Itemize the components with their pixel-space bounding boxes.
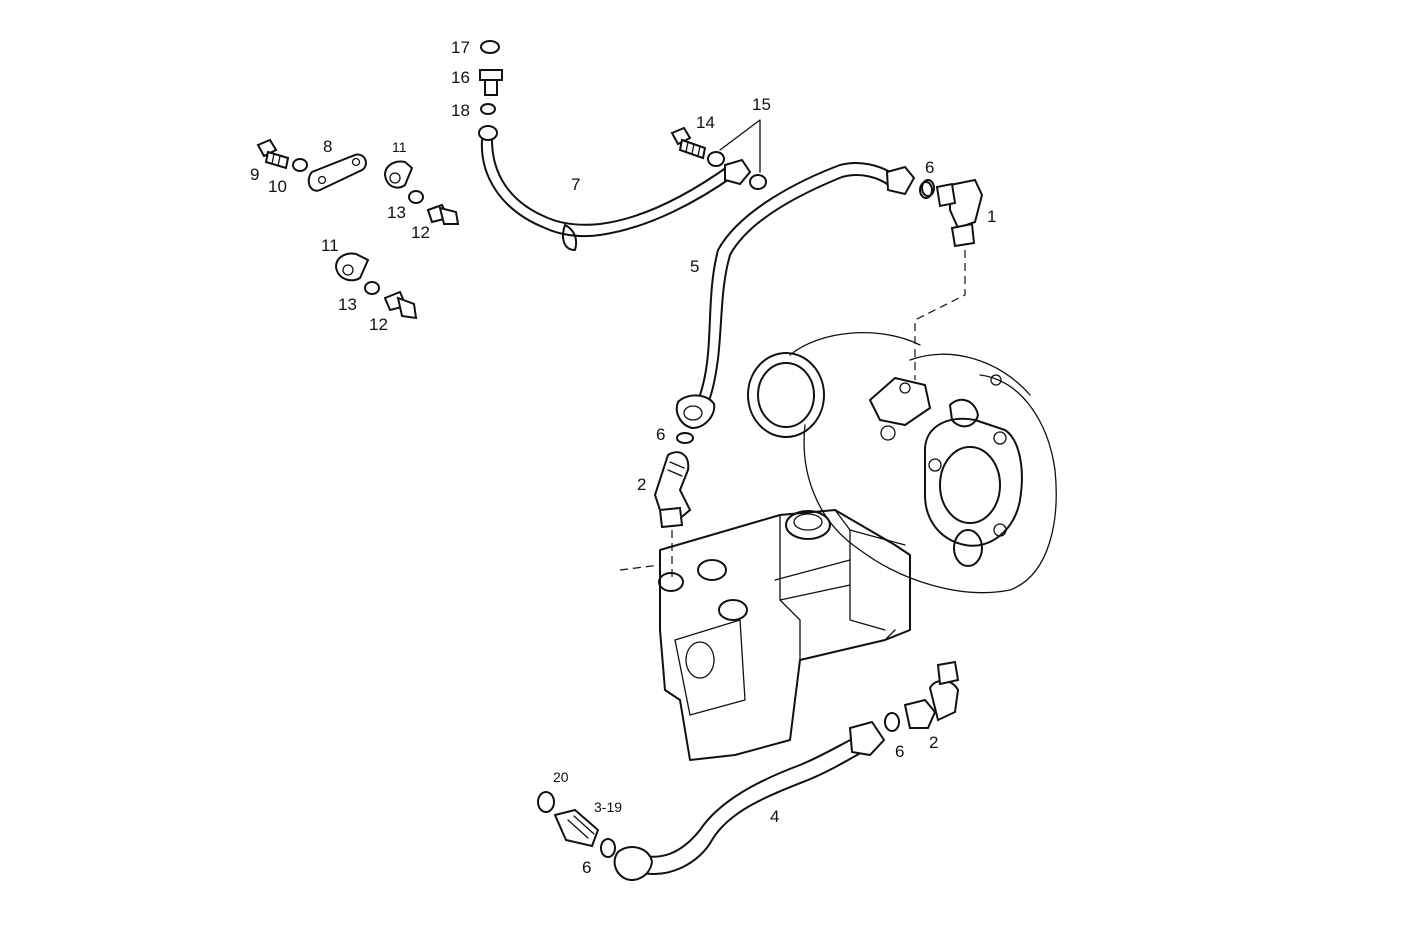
callout-11-lower: 11 xyxy=(321,236,339,255)
elbow-fitting-2-lower xyxy=(903,660,960,729)
clamp-11-lower xyxy=(334,252,370,282)
callout-2-upper: 2 xyxy=(637,475,646,494)
callout-15: 15 xyxy=(752,95,771,114)
union-fitting-1 xyxy=(919,178,984,248)
callout-16: 16 xyxy=(451,68,470,87)
washer-6-return-right xyxy=(884,712,900,732)
clamp-11-upper xyxy=(383,160,414,189)
leader-line-1 xyxy=(914,250,966,380)
callout-8: 8 xyxy=(323,137,332,156)
oil-return-pipe-4 xyxy=(613,720,886,881)
callout-6-bottom: 6 xyxy=(582,858,591,877)
callout-12-upper: 12 xyxy=(411,223,430,242)
callout-6-top: 6 xyxy=(925,158,934,177)
bolt-12-upper xyxy=(426,203,460,225)
callout-13-upper: 13 xyxy=(387,203,406,222)
callout-12-lower: 12 xyxy=(369,315,388,334)
callout-1: 1 xyxy=(987,207,996,226)
banjo-bolt-14 xyxy=(670,126,707,160)
callout-5: 5 xyxy=(690,257,699,276)
washer-6-top-right xyxy=(921,179,935,197)
callout-2-lower: 2 xyxy=(929,733,938,752)
callout-6-mid: 6 xyxy=(656,425,665,444)
vent-pipe-7 xyxy=(478,40,752,251)
washer-15b xyxy=(749,174,767,190)
callout-13-lower: 13 xyxy=(338,295,357,314)
callout-6-return: 6 xyxy=(895,742,904,761)
adapter-3-19 xyxy=(553,808,600,848)
callout-14: 14 xyxy=(696,113,715,132)
washer-13-lower xyxy=(364,281,380,295)
callout-11-upper: 11 xyxy=(392,139,407,155)
washer-10 xyxy=(292,158,308,172)
oil-feed-pipe-5 xyxy=(675,162,916,444)
turbocharger xyxy=(747,332,1057,594)
callout-4: 4 xyxy=(770,807,779,826)
callout-9: 9 xyxy=(250,165,259,184)
callout-18: 18 xyxy=(451,101,470,120)
callout-17: 17 xyxy=(451,38,470,57)
callout-7: 7 xyxy=(571,175,580,194)
exhaust-manifold xyxy=(619,509,911,761)
callout-20: 20 xyxy=(553,769,569,785)
strap-plate-8 xyxy=(307,153,367,192)
bolt-12-lower xyxy=(383,290,418,320)
washer-13-upper xyxy=(408,190,424,204)
washer-6-return-left xyxy=(600,838,616,858)
washer-20 xyxy=(537,791,555,813)
callout-10: 10 xyxy=(268,177,287,196)
washer-15a xyxy=(707,151,725,167)
bolt-9 xyxy=(256,138,290,170)
elbow-fitting-2-upper xyxy=(653,451,692,529)
callout-3-19: 3-19 xyxy=(594,799,622,815)
leader-15 xyxy=(719,119,761,173)
